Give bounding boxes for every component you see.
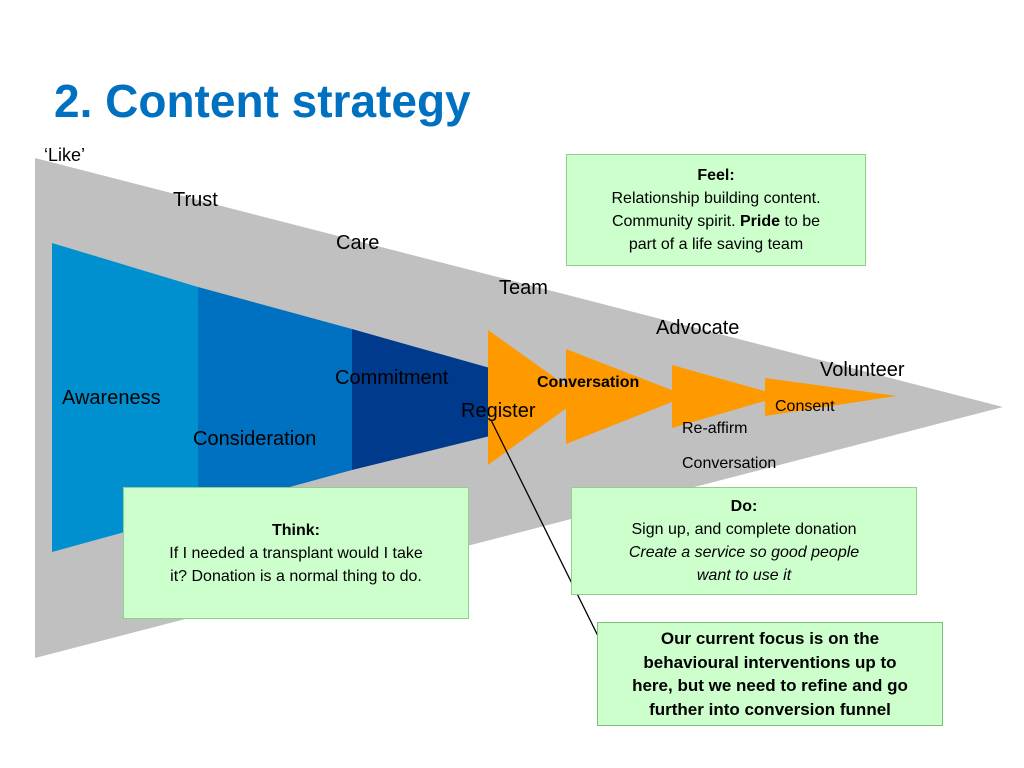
do-callout: Do: Sign up, and complete donation Creat… [571, 487, 917, 595]
do-line-1: Sign up, and complete donation [631, 521, 857, 538]
think-line-2: it? Donation is a normal thing to do. [170, 567, 422, 585]
label-consent: Consent [775, 398, 835, 415]
focus-pointer-line [490, 419, 599, 637]
label-consideration: Consideration [193, 428, 317, 450]
focus-callout: Our current focus is on the behavioural … [597, 622, 943, 726]
focus-line-3: here, but we need to refine and go [632, 676, 908, 695]
label-awareness: Awareness [62, 387, 161, 409]
arrow-conversation [566, 349, 687, 444]
arrow-reaffirm [672, 365, 782, 428]
label-care: Care [336, 232, 380, 254]
commitment-segment [352, 329, 490, 470]
feel-pride-emphasis: Pride [739, 213, 780, 230]
label-commitment: Commitment [335, 367, 449, 389]
arrow-consent [765, 378, 897, 416]
do-line-2: Create a service so good people [628, 544, 860, 561]
label-register: Register [461, 400, 536, 422]
label-conversation: Conversation [537, 374, 640, 391]
focus-line-1: Our current focus is on the [660, 629, 880, 648]
arrow-register [488, 330, 582, 465]
label-trust: Trust [173, 189, 218, 211]
focus-line-4: further into conversion funnel [649, 699, 891, 719]
feel-heading: Feel: [697, 167, 735, 184]
label-team: Team [499, 277, 548, 299]
think-heading: Think: [272, 521, 320, 539]
label-like: ‘Like’ [44, 145, 86, 165]
label-reaffirm: Re-affirm [682, 420, 748, 437]
feel-callout: Feel: Relationship building content. Com… [566, 154, 866, 266]
label-conversation-2: Conversation [682, 455, 777, 472]
slide-title: 2. Content strategy [54, 75, 471, 127]
feel-line-2: Community spirit. Pride to be [567, 210, 865, 233]
feel-line-3: part of a life saving team [628, 236, 804, 253]
think-line-1: If I needed a transplant would I take [169, 544, 423, 562]
do-line-3: want to use it [696, 567, 792, 584]
feel-line-2-pre: Community spirit. [611, 213, 740, 230]
think-callout: Think: If I needed a transplant would I … [123, 487, 469, 619]
label-advocate: Advocate [656, 317, 740, 339]
feel-line-1: Relationship building content. [611, 190, 821, 207]
focus-line-2: behavioural interventions up to [643, 652, 897, 672]
label-volunteer: Volunteer [820, 359, 905, 381]
do-heading: Do: [730, 498, 758, 515]
awareness-segment [52, 243, 198, 552]
feel-line-2-post: to be [780, 213, 821, 230]
consideration-segment [198, 287, 352, 512]
